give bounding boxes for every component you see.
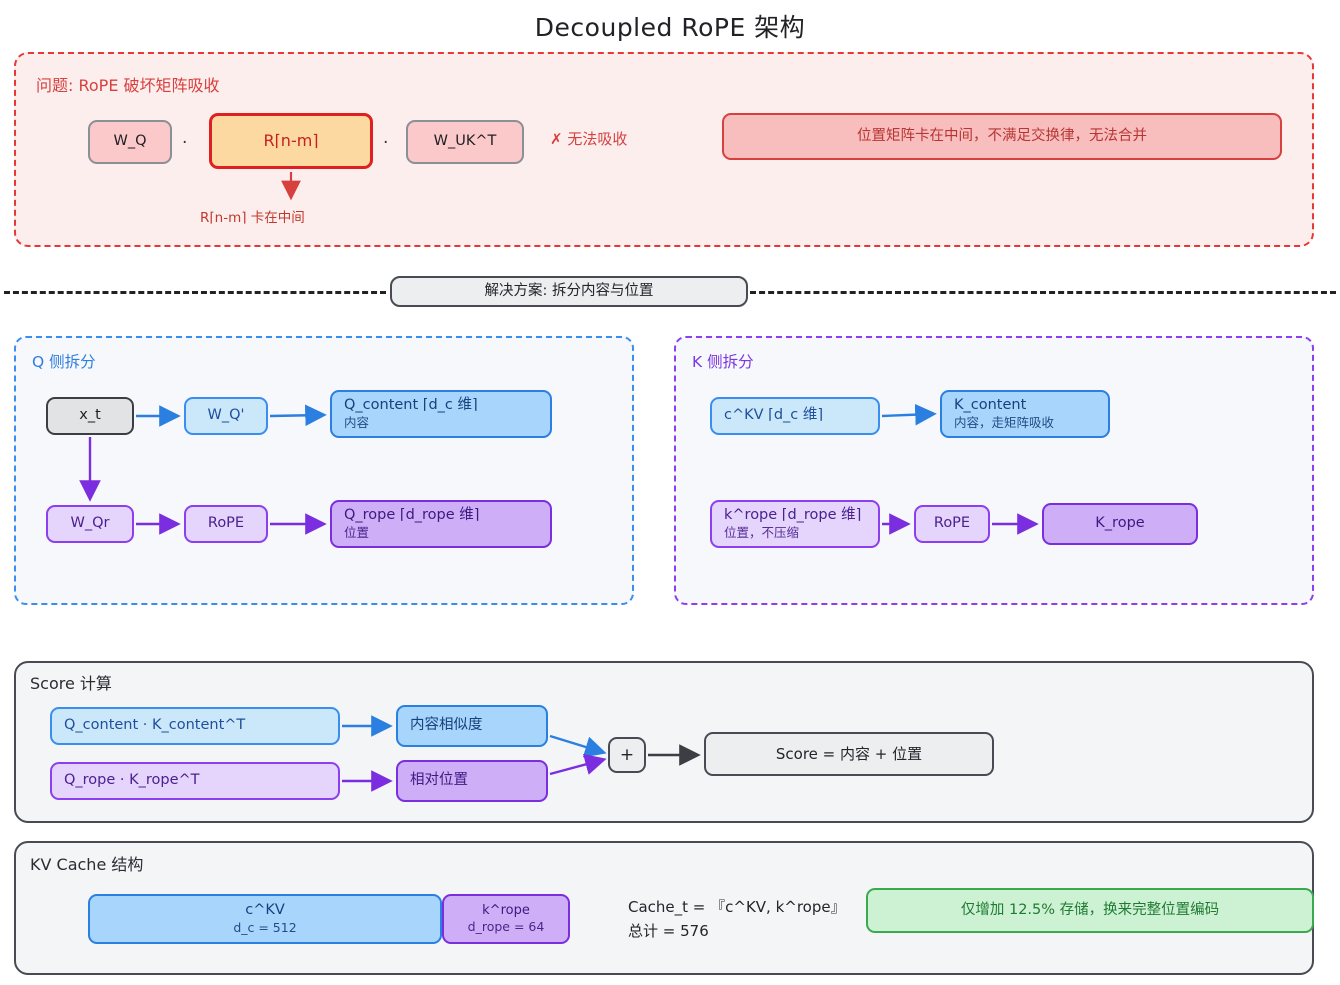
node-relative-position[interactable]: 相对位置 (396, 760, 548, 802)
score-subgraph-label: Score 计算 (30, 674, 112, 693)
node-content-similarity[interactable]: 内容相似度 (396, 705, 548, 747)
cache-formula: Cache_t = 『c^KV, k^rope』 总计 = 576 (628, 895, 846, 943)
warning-note: 位置矩阵卡在中间，不满足交换律，无法合并 (722, 113, 1282, 160)
node-r-n-minus-m[interactable]: R⌈n-m⌉ (209, 113, 373, 169)
node-c-kv[interactable]: c^KV ⌈d_c 维⌉ (710, 397, 880, 435)
node-k-content-sub: 内容，走矩阵吸收 (954, 415, 1055, 431)
multiply-dot-1: · (182, 133, 188, 153)
node-w-uk-transpose[interactable]: W_UK^T (406, 120, 524, 164)
cache-formula-line2: 总计 = 576 (628, 922, 709, 940)
kv-bar-c-kv-title: c^KV (245, 901, 285, 918)
node-k-rope-input-sub: 位置，不压缩 (724, 525, 800, 541)
solution-label-node: 解决方案: 拆分内容与位置 (390, 276, 748, 307)
kv-cache-subgraph-label: KV Cache 结构 (30, 855, 144, 874)
node-qrope-krope[interactable]: Q_rope · K_rope^T (50, 762, 340, 800)
node-k-rope-input-title: k^rope ⌈d_rope 维⌉ (724, 506, 862, 523)
k-side-label: K 侧拆分 (692, 353, 754, 371)
kv-bar-k-rope-title: k^rope (482, 902, 530, 918)
kv-bar-k-rope-sub: d_rope = 64 (467, 919, 545, 935)
node-qcontent-kcontent[interactable]: Q_content · K_content^T (50, 707, 340, 745)
node-q-content-title: Q_content ⌈d_c 维⌉ (344, 396, 478, 413)
node-k-content-title: K_content (954, 396, 1027, 413)
node-k-rope-input[interactable]: k^rope ⌈d_rope 维⌉ 位置，不压缩 (710, 500, 880, 548)
node-q-content-sub: 内容 (344, 415, 370, 431)
node-q-rope[interactable]: Q_rope ⌈d_rope 维⌉ 位置 (330, 500, 552, 548)
node-x-t[interactable]: x_t (46, 397, 134, 435)
node-q-rope-sub: 位置 (344, 525, 370, 541)
node-score-output[interactable]: Score = 内容 + 位置 (704, 732, 994, 776)
q-side-label: Q 侧拆分 (32, 353, 96, 371)
node-rope-k[interactable]: RoPE (914, 505, 990, 543)
storage-gain-note: 仅增加 12.5% 存储，换来完整位置编码 (866, 888, 1314, 933)
kv-bar-k-rope[interactable]: k^rope d_rope = 64 (442, 894, 570, 944)
k-side-subgraph (674, 336, 1314, 605)
stuck-in-middle-label: R⌈n-m⌉ 卡在中间 (200, 210, 305, 226)
no-absorb-label: ✗ 无法吸收 (550, 130, 628, 148)
node-k-content[interactable]: K_content 内容，走矩阵吸收 (940, 390, 1110, 438)
kv-bar-c-kv-sub: d_c = 512 (233, 920, 297, 936)
page-title: Decoupled RoPE 架构 (534, 13, 806, 42)
node-w-qr[interactable]: W_Qr (46, 505, 134, 543)
node-plus-combine[interactable]: + (608, 737, 646, 773)
q-side-subgraph (14, 336, 634, 605)
divider-right (750, 291, 1336, 294)
node-w-q[interactable]: W_Q (88, 120, 172, 164)
problem-subgraph-label: 问题: RoPE 破坏矩阵吸收 (36, 76, 220, 95)
node-q-rope-title: Q_rope ⌈d_rope 维⌉ (344, 506, 480, 523)
node-w-q-prime[interactable]: W_Q' (184, 397, 268, 435)
node-k-rope[interactable]: K_rope (1042, 503, 1198, 545)
cache-formula-line1: Cache_t = 『c^KV, k^rope』 (628, 898, 846, 916)
divider-left (4, 291, 386, 294)
multiply-dot-2: · (383, 133, 389, 153)
kv-bar-c-kv[interactable]: c^KV d_c = 512 (88, 894, 442, 944)
node-rope-q[interactable]: RoPE (184, 505, 268, 543)
node-q-content[interactable]: Q_content ⌈d_c 维⌉ 内容 (330, 390, 552, 438)
